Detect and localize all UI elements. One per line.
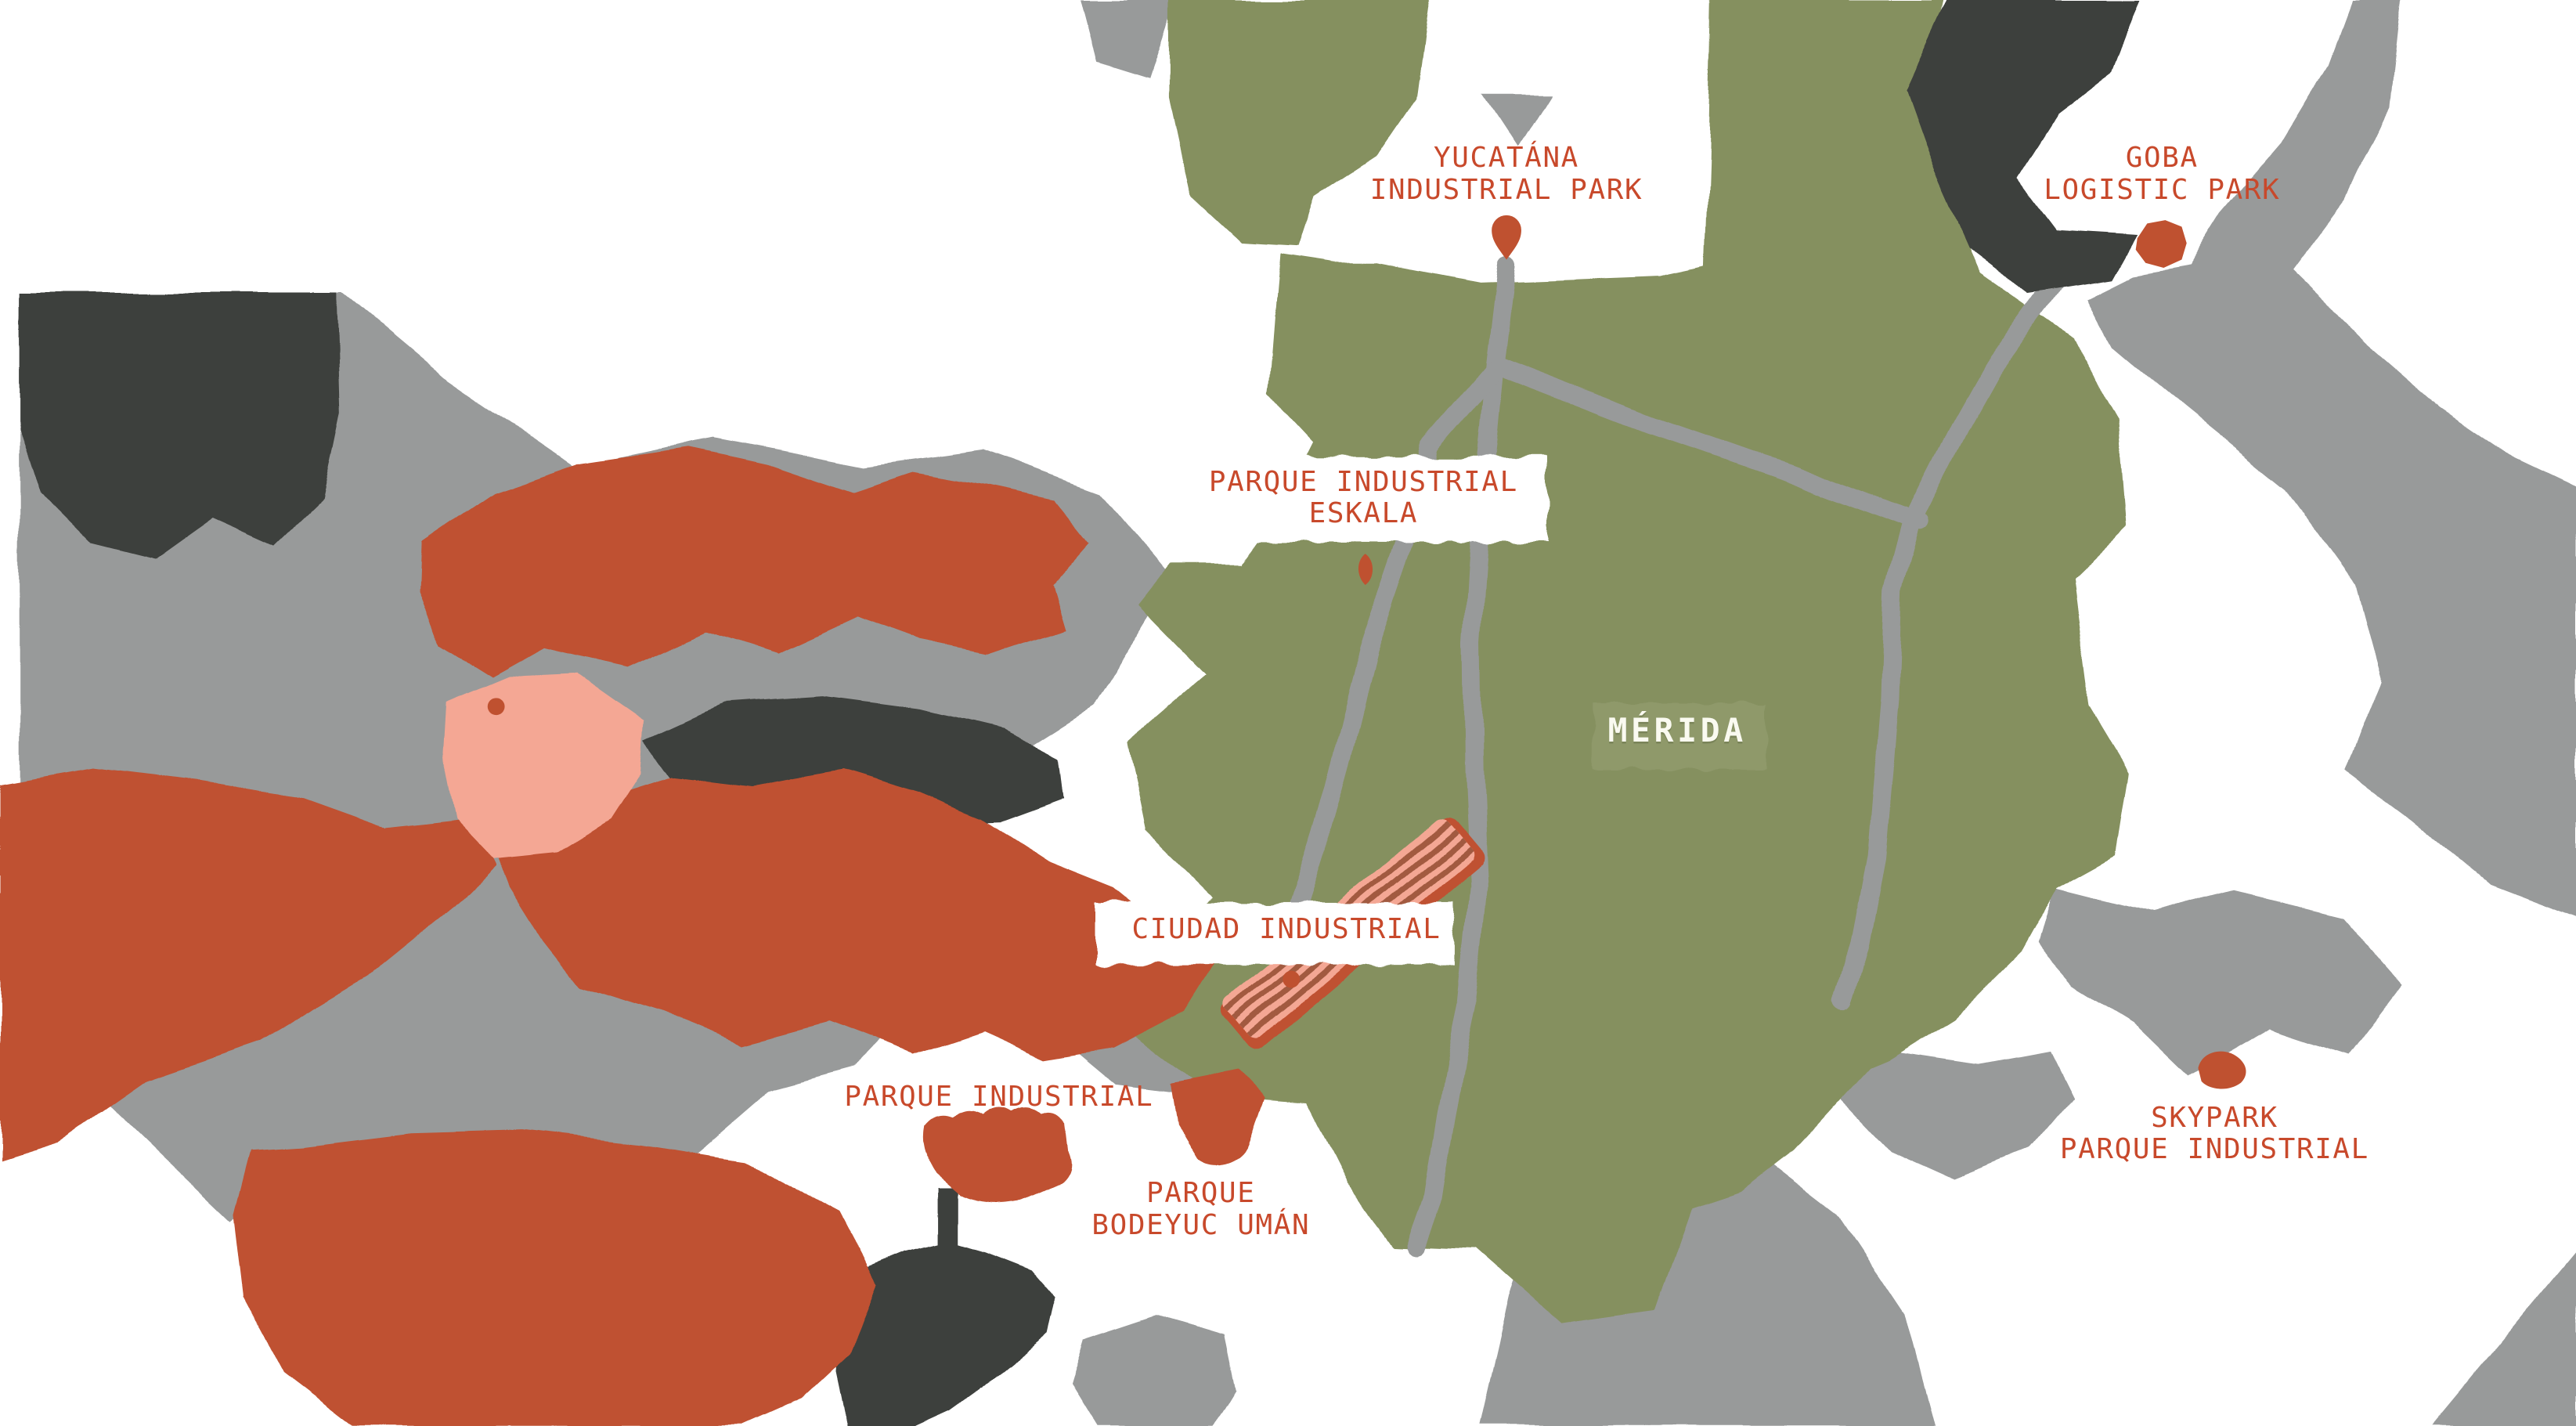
pink-zone-dot-marker[interactable] xyxy=(487,698,505,716)
region-red-north-band xyxy=(419,446,1088,677)
region-red-mid-band xyxy=(489,768,1216,1060)
ciudad-dot-marker[interactable] xyxy=(1283,970,1301,988)
label-line: YUCATÁNA xyxy=(1434,142,1579,175)
goba-blob-marker[interactable] xyxy=(2135,220,2187,269)
label-line: PARQUE INDUSTRIAL xyxy=(2059,1133,2369,1166)
pink-zone-layer xyxy=(443,673,644,858)
ciudad-label-box xyxy=(1095,901,1454,965)
region-green-top-arm xyxy=(1169,0,1430,247)
label-line: PARQUE INDUSTRIAL xyxy=(1208,465,1518,498)
label-ciudad-industrial[interactable]: CIUDAD INDUSTRIAL xyxy=(1131,912,1441,945)
region-red-uman-blob xyxy=(923,1106,1071,1204)
label-skypark-parque-industrial[interactable]: SKYPARK PARQUE INDUSTRIAL xyxy=(2059,1101,2369,1166)
label-line: SKYPARK xyxy=(2151,1101,2278,1134)
label-parque-industrial-eskala[interactable]: PARQUE INDUSTRIAL ESKALA xyxy=(1208,465,1518,530)
label-parque-industrial-uman[interactable]: PARQUE INDUSTRIAL xyxy=(844,1081,1153,1113)
region-gray-top-notch-left xyxy=(1081,0,1177,79)
label-line: LOGISTIC PARK xyxy=(2044,173,2281,206)
road-east-arc[interactable] xyxy=(1834,262,2071,1012)
markers-layer xyxy=(487,215,2246,1089)
label-line: ESKALA xyxy=(1308,497,1419,530)
region-red-bodeyuc-wedge xyxy=(1169,1069,1265,1164)
red-zones-layer xyxy=(0,446,1265,1426)
region-dark-top-left xyxy=(20,292,341,559)
label-merida-city: MÉRIDA xyxy=(1607,711,1747,749)
green-urban-layer xyxy=(1127,0,2130,1325)
region-gray-south-small xyxy=(1071,1314,1236,1426)
yucatana-pin-marker[interactable] xyxy=(1492,215,1521,260)
eskala-label-box xyxy=(1169,457,1548,543)
label-line: BODEYUC UMÁN xyxy=(1091,1208,1311,1241)
region-gray-northeast xyxy=(2086,0,2576,917)
label-line: CIUDAD INDUSTRIAL xyxy=(1131,912,1441,945)
region-gray-corner-bottom-right xyxy=(2431,1251,2576,1426)
eskala-blob-marker[interactable] xyxy=(1358,554,1373,585)
label-parque-bodeyuc-uman[interactable]: PARQUE BODEYUC UMÁN xyxy=(1091,1177,1311,1241)
road-north-south[interactable] xyxy=(1407,254,1516,1255)
label-boxes-layer xyxy=(1095,457,1766,965)
merida-label-backdrop xyxy=(1593,703,1766,769)
label-line: PARQUE INDUSTRIAL xyxy=(844,1080,1154,1113)
label-goba-logistic-park[interactable]: GOBA LOGISTIC PARK xyxy=(2044,143,2280,206)
region-gray-skypark xyxy=(2037,887,2402,1077)
region-green-merida-main xyxy=(1127,0,2130,1325)
label-yucatana-industrial-park[interactable]: YUCATÁNA INDUSTRIAL PARK xyxy=(1370,143,1643,206)
region-red-west xyxy=(0,768,496,1161)
region-gray-top-notch-right xyxy=(1483,95,1551,148)
label-line: GOBA xyxy=(2125,142,2199,175)
label-line: INDUSTRIAL PARK xyxy=(1369,173,1643,206)
region-red-southwest xyxy=(233,1130,879,1426)
region-dark-top-right xyxy=(1905,0,2139,293)
region-pink xyxy=(443,673,644,858)
label-line: PARQUE xyxy=(1146,1177,1256,1210)
city-name: MÉRIDA xyxy=(1607,711,1747,749)
region-dark-goblet xyxy=(835,1188,1057,1426)
skypark-blob-marker[interactable] xyxy=(2198,1051,2246,1089)
